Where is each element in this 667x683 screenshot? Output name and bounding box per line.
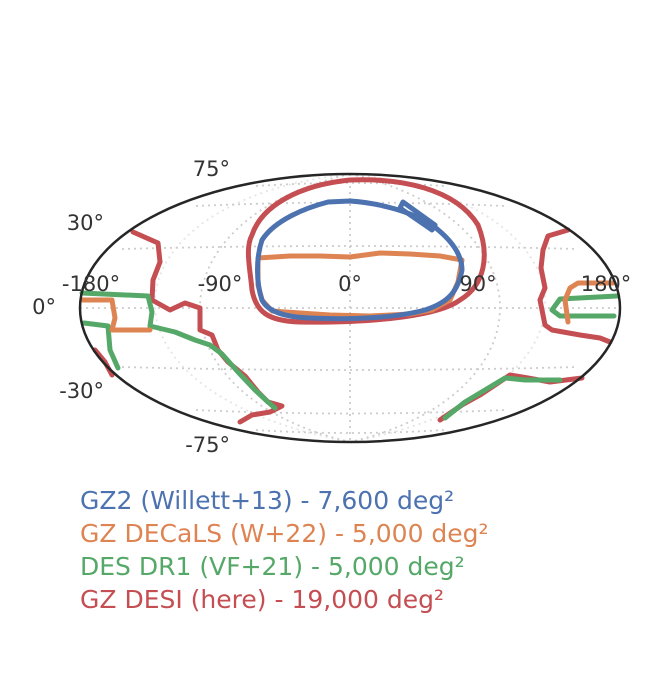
footprint-gz2-main [255, 198, 465, 322]
legend-item-gz-decals: GZ DECaLS (W+22) - 5,000 deg² [80, 519, 489, 548]
footprint-gz2-stripe [397, 199, 438, 233]
lat-tick-label: -30° [59, 379, 104, 403]
survey-footprints [79, 177, 620, 425]
lat-tick-label: 75° [193, 157, 230, 181]
legend-item-des-dr1: DES DR1 (VF+21) - 5,000 deg² [80, 552, 465, 581]
lon-tick-label: -180° [62, 272, 120, 296]
lat-tick-label: 0° [32, 295, 56, 319]
lon-tick-label: -90° [198, 272, 243, 296]
footprint-gz-desi-west [130, 229, 285, 425]
footprint-des-west-inner [81, 320, 121, 371]
legend-item-gz-desi: GZ DESI (here) - 19,000 deg² [80, 585, 445, 614]
lat-tick-label: -75° [185, 433, 230, 457]
footprint-des-south-east [442, 375, 563, 421]
map-boundary [78, 172, 622, 444]
meridian-plus-90 [349, 173, 501, 443]
footprint-gz-decals-west [79, 297, 153, 333]
footprint-gz-decals-east [562, 280, 616, 325]
lon-tick-label: 90° [459, 272, 496, 296]
footprint-gz-desi-north [245, 177, 487, 325]
tick-labels: -180° -90° 0° 90° 180° 75° 30° 0° -30° -… [32, 157, 631, 457]
legend-item-gz2: GZ2 (Willett+13) - 7,600 deg² [80, 486, 455, 515]
footprint-des-east [549, 293, 620, 319]
lon-tick-label: 0° [338, 272, 362, 296]
legend: GZ2 (Willett+13) - 7,600 deg² GZ DECaLS … [80, 484, 489, 616]
parallel-minus-30 [121, 366, 579, 371]
parallel-30 [121, 245, 579, 250]
footprint-gz-desi-east [537, 227, 613, 345]
lat-tick-label: 30° [67, 211, 104, 235]
lon-tick-label: 180° [581, 272, 632, 296]
graticule [80, 173, 620, 443]
footprint-des-west [79, 290, 278, 411]
